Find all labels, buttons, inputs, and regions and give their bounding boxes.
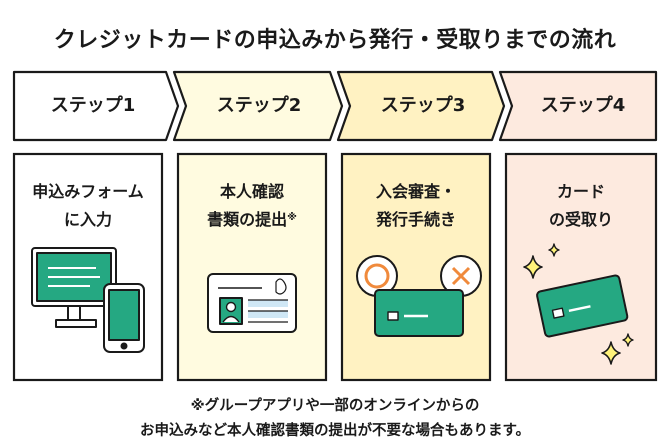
- footnote-line-2: お申込みなど本人確認書類の提出が不要な場合もあります。: [139, 423, 531, 439]
- step-2-label: ステップ2: [216, 95, 302, 116]
- monitor-phone-icon: [31, 247, 145, 353]
- step-3-label: ステップ3: [380, 95, 466, 116]
- review-card-icon: [356, 255, 482, 337]
- step-4-arrow: [498, 70, 658, 142]
- step-4-line-2: の受取り: [548, 210, 613, 229]
- step-2-line-2: 書類の提出: [207, 210, 288, 229]
- footnote-line-1: ※グループアプリや一部のオンラインからの: [190, 398, 480, 414]
- footnote: ※グループアプリや一部のオンラインからの お申込みなど本人確認書類の提出が不要な…: [0, 394, 670, 444]
- step-2-card: [176, 152, 328, 382]
- sparkle-small-icon: [622, 333, 634, 347]
- sparkle-small-icon: [548, 243, 560, 257]
- sparkle-large-icon: [601, 341, 621, 365]
- sparkle-card-icon: [523, 243, 634, 365]
- step-1-arrow: [12, 70, 180, 142]
- step-3-line-2: 発行手続き: [375, 210, 456, 229]
- step-2-note-mark: ※: [287, 212, 297, 223]
- step-3-description: 入会審査・ 発行手続き: [342, 178, 490, 234]
- step-1-description: 申込みフォーム に入力: [14, 178, 162, 234]
- page-title: クレジットカードの申込みから発行・受取りまでの流れ: [53, 28, 617, 53]
- step-4-label: ステップ4: [540, 95, 626, 116]
- step-3-arrow: [336, 70, 506, 142]
- sparkle-large-icon: [523, 255, 543, 279]
- step-1-line-2: に入力: [63, 210, 112, 229]
- step-1-line-1: 申込みフォーム: [32, 182, 144, 201]
- id-card-icon: [207, 273, 297, 333]
- step-2-description: 本人確認 書類の提出※: [178, 178, 326, 234]
- step-4-description: カード の受取り: [506, 178, 656, 234]
- step-4-line-1: カード: [556, 182, 605, 201]
- step-2-arrow: [172, 70, 344, 142]
- step-1-label: ステップ1: [50, 95, 136, 116]
- step-3-line-1: 入会審査・: [375, 182, 456, 201]
- step-2-line-1: 本人確認: [219, 182, 284, 201]
